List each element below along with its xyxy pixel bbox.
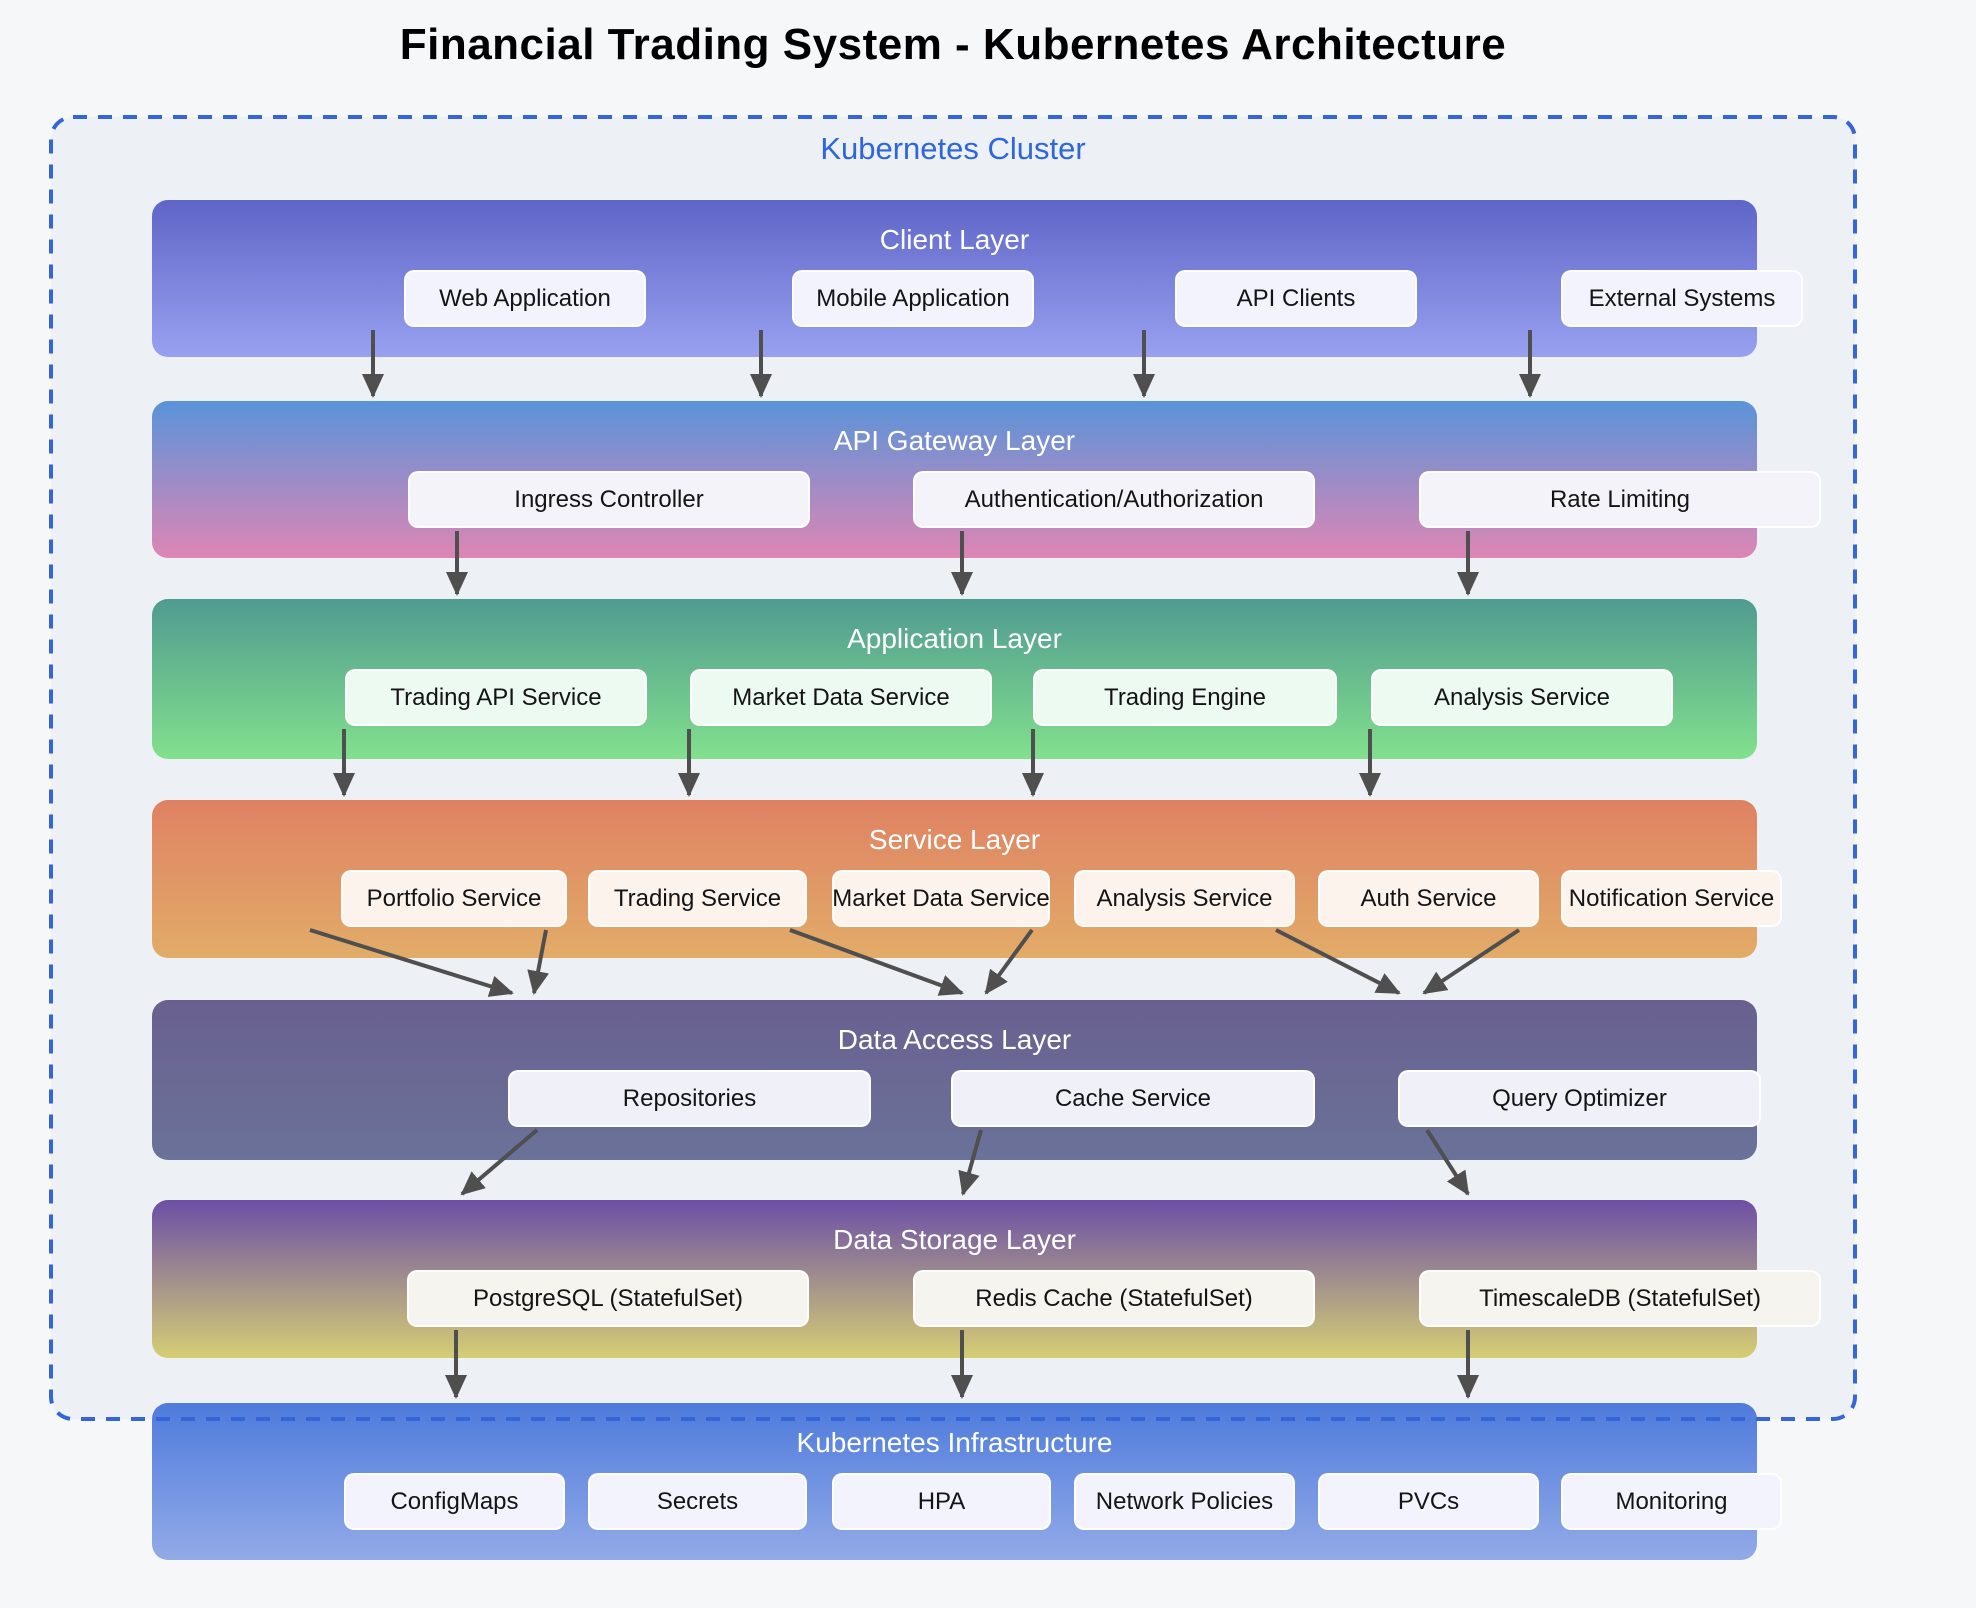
- node-trading-api-service: Trading API Service: [345, 669, 647, 726]
- node-label: External Systems: [1588, 284, 1776, 312]
- node-label: PVCs: [1397, 1487, 1460, 1515]
- node-timescaledb-statefulset: TimescaleDB (StatefulSet): [1419, 1270, 1821, 1327]
- node-label: Market Data Service: [832, 884, 1050, 912]
- node-label: API Clients: [1236, 284, 1356, 312]
- node-label: ConfigMaps: [390, 1487, 519, 1515]
- node-label: Notification Service: [1568, 884, 1775, 912]
- node-label: Market Data Service: [732, 683, 950, 711]
- node-auth-service: Auth Service: [1318, 870, 1539, 927]
- node-cache-service: Cache Service: [951, 1070, 1315, 1127]
- node-trading-service: Trading Service: [588, 870, 807, 927]
- node-label: Mobile Application: [816, 284, 1010, 312]
- node-ingress-controller: Ingress Controller: [408, 471, 810, 528]
- node-redis-cache-statefulset: Redis Cache (StatefulSet): [913, 1270, 1315, 1327]
- node-authentication-authorization: Authentication/Authorization: [913, 471, 1315, 528]
- node-monitoring: Monitoring: [1561, 1473, 1782, 1530]
- node-analysis-service: Analysis Service: [1371, 669, 1673, 726]
- node-label: Rate Limiting: [1549, 485, 1691, 513]
- layer-title-client-layer: Client Layer: [879, 224, 1030, 255]
- kubernetes-cluster-label: Kubernetes Cluster: [820, 131, 1086, 166]
- node-network-policies: Network Policies: [1074, 1473, 1295, 1530]
- node-label: TimescaleDB (StatefulSet): [1479, 1284, 1761, 1312]
- node-label: Trading Service: [613, 884, 782, 912]
- node-label: Authentication/Authorization: [964, 485, 1264, 513]
- node-label: Network Policies: [1095, 1487, 1274, 1515]
- node-label: Auth Service: [1360, 884, 1497, 912]
- node-repositories: Repositories: [508, 1070, 871, 1127]
- node-label: Portfolio Service: [366, 884, 542, 912]
- layer-title-service-layer: Service Layer: [868, 824, 1041, 855]
- node-label: Redis Cache (StatefulSet): [975, 1284, 1253, 1312]
- node-label: Monitoring: [1615, 1487, 1728, 1515]
- node-secrets: Secrets: [588, 1473, 807, 1530]
- node-label: Trading Engine: [1104, 683, 1266, 711]
- node-label: PostgreSQL (StatefulSet): [473, 1284, 743, 1312]
- node-postgresql-statefulset: PostgreSQL (StatefulSet): [407, 1270, 809, 1327]
- node-market-data-service: Market Data Service: [832, 870, 1050, 927]
- node-label: Analysis Service: [1433, 683, 1611, 711]
- node-label: Ingress Controller: [514, 485, 704, 513]
- node-external-systems: External Systems: [1561, 270, 1803, 327]
- node-notification-service: Notification Service: [1561, 870, 1782, 927]
- node-mobile-application: Mobile Application: [792, 270, 1034, 327]
- page-title: Financial Trading System - Kubernetes Ar…: [399, 20, 1507, 69]
- node-pvcs: PVCs: [1318, 1473, 1539, 1530]
- node-api-clients: API Clients: [1175, 270, 1417, 327]
- layer-title-kubernetes-infrastructure: Kubernetes Infrastructure: [796, 1427, 1113, 1458]
- node-query-optimizer: Query Optimizer: [1398, 1070, 1761, 1127]
- node-label: Query Optimizer: [1492, 1084, 1667, 1112]
- node-configmaps: ConfigMaps: [344, 1473, 565, 1530]
- node-web-application: Web Application: [404, 270, 646, 327]
- layer-title-data-storage-layer: Data Storage Layer: [833, 1224, 1076, 1255]
- node-label: Web Application: [439, 284, 611, 312]
- node-hpa: HPA: [832, 1473, 1051, 1530]
- node-label: Secrets: [656, 1487, 739, 1515]
- layer-title-api-gateway-layer: API Gateway Layer: [833, 425, 1076, 456]
- node-analysis-service: Analysis Service: [1074, 870, 1295, 927]
- node-market-data-service: Market Data Service: [690, 669, 992, 726]
- node-label: Repositories: [622, 1084, 757, 1112]
- node-label: Cache Service: [1054, 1084, 1212, 1112]
- node-label: HPA: [917, 1487, 966, 1515]
- layer-title-data-access-layer: Data Access Layer: [837, 1024, 1072, 1055]
- node-rate-limiting: Rate Limiting: [1419, 471, 1821, 528]
- node-label: Analysis Service: [1096, 884, 1273, 912]
- node-label: Trading API Service: [390, 683, 602, 711]
- layer-title-application-layer: Application Layer: [847, 623, 1062, 654]
- node-trading-engine: Trading Engine: [1033, 669, 1337, 726]
- node-portfolio-service: Portfolio Service: [341, 870, 567, 927]
